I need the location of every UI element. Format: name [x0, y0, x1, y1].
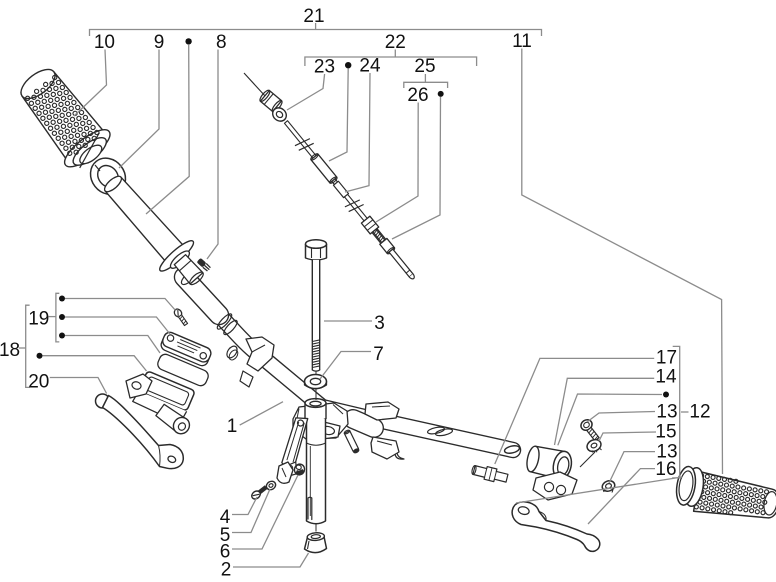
svg-text:13: 13: [656, 442, 677, 463]
svg-text:17: 17: [656, 348, 677, 369]
svg-text:1: 1: [227, 416, 238, 437]
svg-text:25: 25: [414, 56, 435, 77]
svg-text:6: 6: [220, 542, 231, 563]
svg-text:8: 8: [216, 32, 227, 53]
svg-text:10: 10: [94, 32, 115, 53]
svg-text:21: 21: [303, 6, 324, 27]
svg-text:2: 2: [221, 560, 232, 581]
svg-text:9: 9: [154, 32, 165, 53]
svg-text:12: 12: [689, 402, 710, 423]
svg-text:4: 4: [220, 507, 231, 528]
svg-text:18: 18: [0, 340, 20, 361]
svg-text:14: 14: [655, 367, 677, 388]
svg-text:15: 15: [655, 422, 676, 443]
svg-text:5: 5: [220, 525, 231, 546]
svg-text:20: 20: [28, 372, 49, 393]
svg-text:19: 19: [28, 309, 49, 330]
svg-text:13: 13: [656, 402, 677, 423]
svg-text:3: 3: [374, 313, 385, 334]
svg-text:16: 16: [655, 459, 676, 480]
svg-text:26: 26: [407, 85, 428, 106]
svg-text:22: 22: [385, 32, 406, 53]
svg-text:7: 7: [373, 344, 384, 365]
svg-text:11: 11: [512, 31, 532, 52]
svg-text:24: 24: [359, 56, 381, 77]
svg-text:23: 23: [314, 57, 335, 78]
